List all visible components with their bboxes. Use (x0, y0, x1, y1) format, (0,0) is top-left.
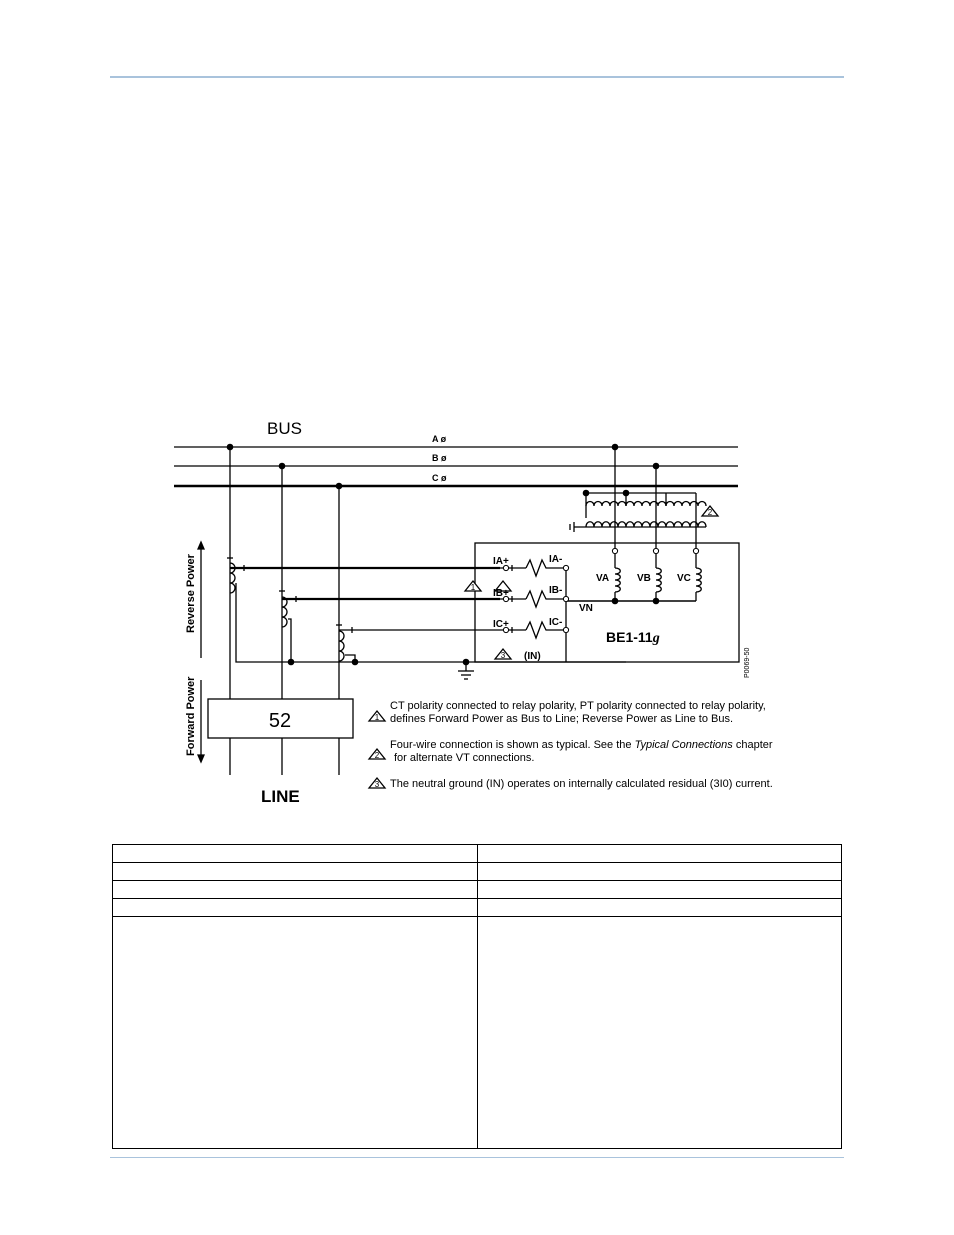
terminal-vb: VB (637, 573, 651, 584)
note-2-line-2: for alternate VT connections. (394, 752, 534, 764)
terminal-ia-plus: IA+ (493, 556, 509, 567)
figure-id: P0069-50 (744, 648, 751, 678)
terminal-ic-minus: IC- (549, 617, 562, 628)
phase-c-label: C ø (432, 473, 447, 483)
phase-a-label: A ø (432, 434, 447, 444)
specification-table (112, 844, 842, 1149)
relay-box (474, 542, 740, 663)
pt-primary (585, 500, 707, 507)
note-2-line-1: Four-wire connection is shown as typical… (390, 739, 773, 751)
table-row (112, 898, 842, 917)
terminal-ib-minus: IB- (549, 585, 562, 596)
table-row (112, 916, 842, 1149)
note-1-line-2: defines Forward Power as Bus to Line; Re… (390, 713, 733, 725)
relay-label: BE1-11g (606, 629, 660, 646)
note-1-key: 1 (375, 713, 380, 722)
bus-label: BUS (267, 419, 302, 438)
terminal-vn: VN (579, 603, 593, 614)
note-3-line-1: The neutral ground (IN) operates on inte… (390, 778, 773, 790)
table-row (112, 862, 842, 881)
note-1-line-1: CT polarity connected to relay polarity,… (390, 700, 766, 712)
forward-power-label: Forward Power (185, 676, 197, 756)
pt-secondary (585, 521, 707, 528)
connection-diagram: 1 2 3 1 2 3 BUS A ø B ø C ø 52 LINE Reve… (174, 419, 773, 806)
note-2-key: 2 (375, 751, 380, 760)
table-row (112, 844, 842, 863)
reverse-power-label: Reverse Power (185, 553, 197, 633)
breaker-label: 52 (269, 710, 291, 732)
ct-coil-b (281, 596, 288, 628)
terminal-vc: VC (677, 573, 691, 584)
breaker-box (207, 698, 354, 739)
footer-rule (110, 1157, 844, 1158)
note-2-marker: 2 (708, 508, 713, 517)
terminal-in: (IN) (524, 651, 541, 662)
ct-coil-c (338, 630, 345, 662)
note-3-key: 3 (375, 780, 380, 789)
line-label: LINE (261, 787, 300, 806)
note-3-marker: 3 (501, 651, 506, 660)
terminal-ic-plus: IC+ (493, 619, 509, 630)
table-row (112, 880, 842, 899)
phase-b-label: B ø (432, 453, 447, 463)
terminal-va: VA (596, 573, 609, 584)
terminal-ib-plus: IB+ (493, 588, 509, 599)
terminal-ia-minus: IA- (549, 554, 562, 565)
note-1-marker: 1 (471, 583, 476, 592)
header-rule (110, 76, 844, 78)
